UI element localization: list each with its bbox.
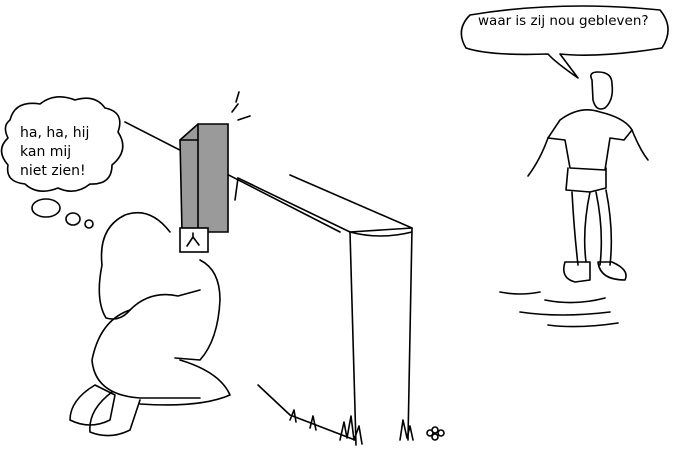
thought-line: niet zien! [20, 163, 86, 179]
thought-line: kan mij [20, 144, 72, 160]
speech-bubble-text: waar is zij nou gebleven? [478, 13, 649, 29]
standing-man [499, 71, 649, 328]
thought-bubble-text: ha, ha, hij kan mij niet zien! [20, 124, 120, 181]
thought-bubble [0, 96, 124, 229]
flower [426, 426, 445, 441]
periscope [179, 91, 251, 253]
kneeling-girl [69, 211, 231, 437]
speech-bubble [460, 5, 669, 79]
wall [124, 121, 414, 446]
thought-line: ha, ha, hij [20, 125, 90, 141]
